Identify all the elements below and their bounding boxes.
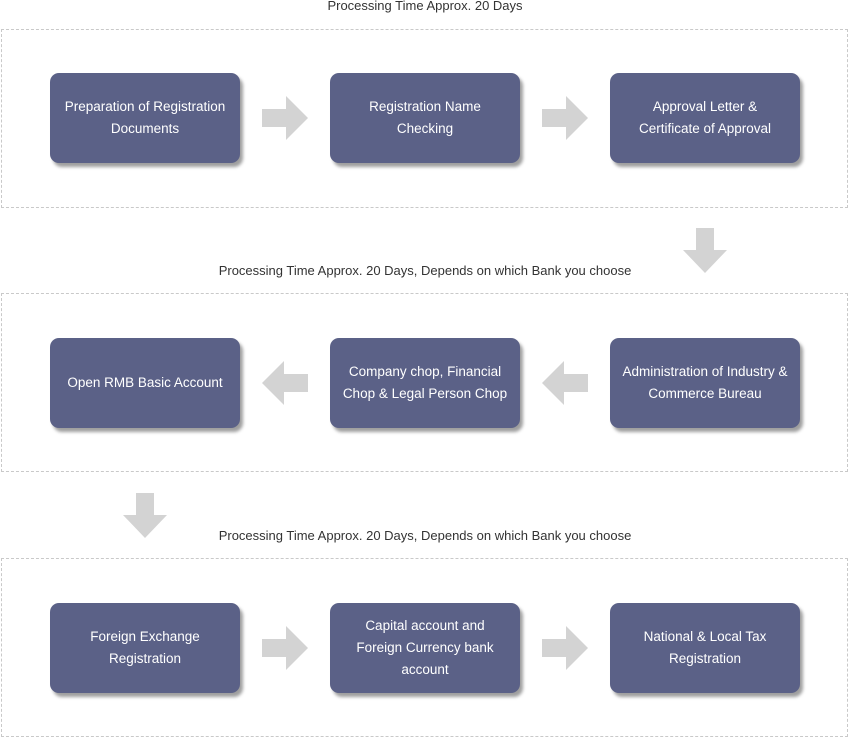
caption-row-2: Processing Time Approx. 20 Days, Depends… (218, 263, 632, 278)
left-arrow-icon (262, 361, 308, 405)
step-administration-industry-commerce: Administration of Industry & Commerce Bu… (610, 338, 800, 428)
right-arrow-icon (542, 96, 588, 140)
step-open-rmb-basic-account: Open RMB Basic Account (50, 338, 240, 428)
caption-row-3: Processing Time Approx. 20 Days, Depends… (218, 528, 632, 543)
panel-row-3 (1, 558, 848, 737)
left-arrow-icon (542, 361, 588, 405)
step-approval-letter-certificate: Approval Letter & Certificate of Approva… (610, 73, 800, 163)
step-preparation-of-registration-documents: Preparation of Registration Documents (50, 73, 240, 163)
step-foreign-exchange-registration: Foreign Exchange Registration (50, 603, 240, 693)
right-arrow-icon (262, 96, 308, 140)
step-national-local-tax-registration: National & Local Tax Registration (610, 603, 800, 693)
right-arrow-icon (262, 626, 308, 670)
step-registration-name-checking: Registration Name Checking (330, 73, 520, 163)
caption-row-1: Processing Time Approx. 20 Days (327, 0, 523, 13)
step-company-chop: Company chop, Financial Chop & Legal Per… (330, 338, 520, 428)
panel-row-1 (1, 29, 848, 208)
right-arrow-icon (542, 626, 588, 670)
down-arrow-icon (123, 493, 167, 538)
panel-row-2 (1, 293, 848, 472)
step-capital-account: Capital account and Foreign Currency ban… (330, 603, 520, 693)
down-arrow-icon (683, 228, 727, 273)
